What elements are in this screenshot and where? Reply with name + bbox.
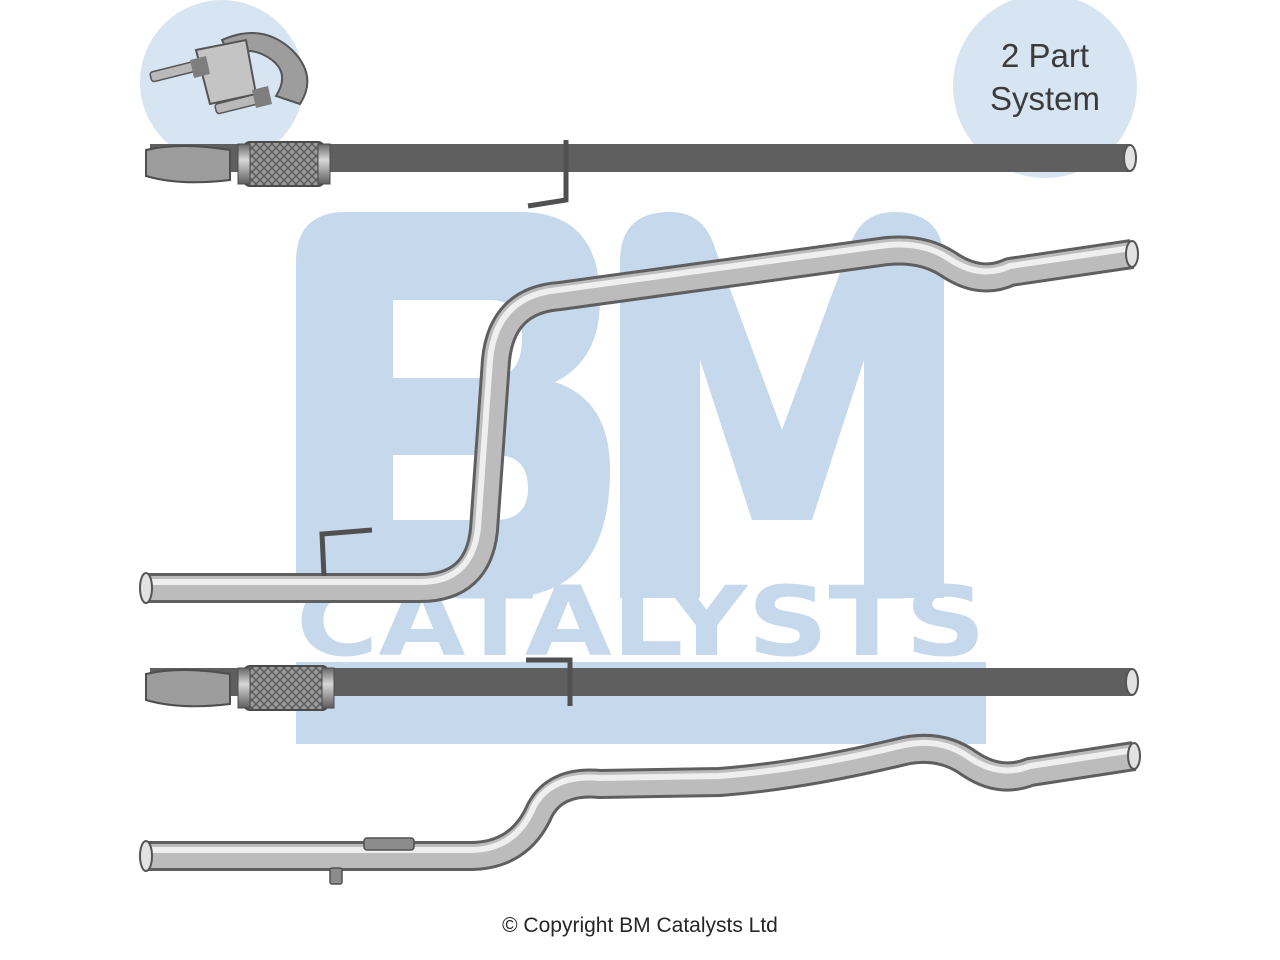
front-pipe-section-1 bbox=[145, 140, 1137, 209]
badge-line-2: System bbox=[989, 80, 1101, 117]
part-system-badge-circle bbox=[953, 0, 1137, 178]
rear-pipe-section-1 bbox=[139, 235, 1139, 604]
front-pipe-section-2 bbox=[145, 657, 1139, 711]
rear-pipe-section-2 bbox=[139, 733, 1141, 885]
copyright-notice: © Copyright BM Catalysts Ltd bbox=[502, 914, 778, 937]
badge-line-1: 2 Part bbox=[1000, 37, 1090, 74]
part-system-badge: 2 Part System bbox=[955, 34, 1135, 120]
clamp-icon bbox=[149, 32, 309, 115]
